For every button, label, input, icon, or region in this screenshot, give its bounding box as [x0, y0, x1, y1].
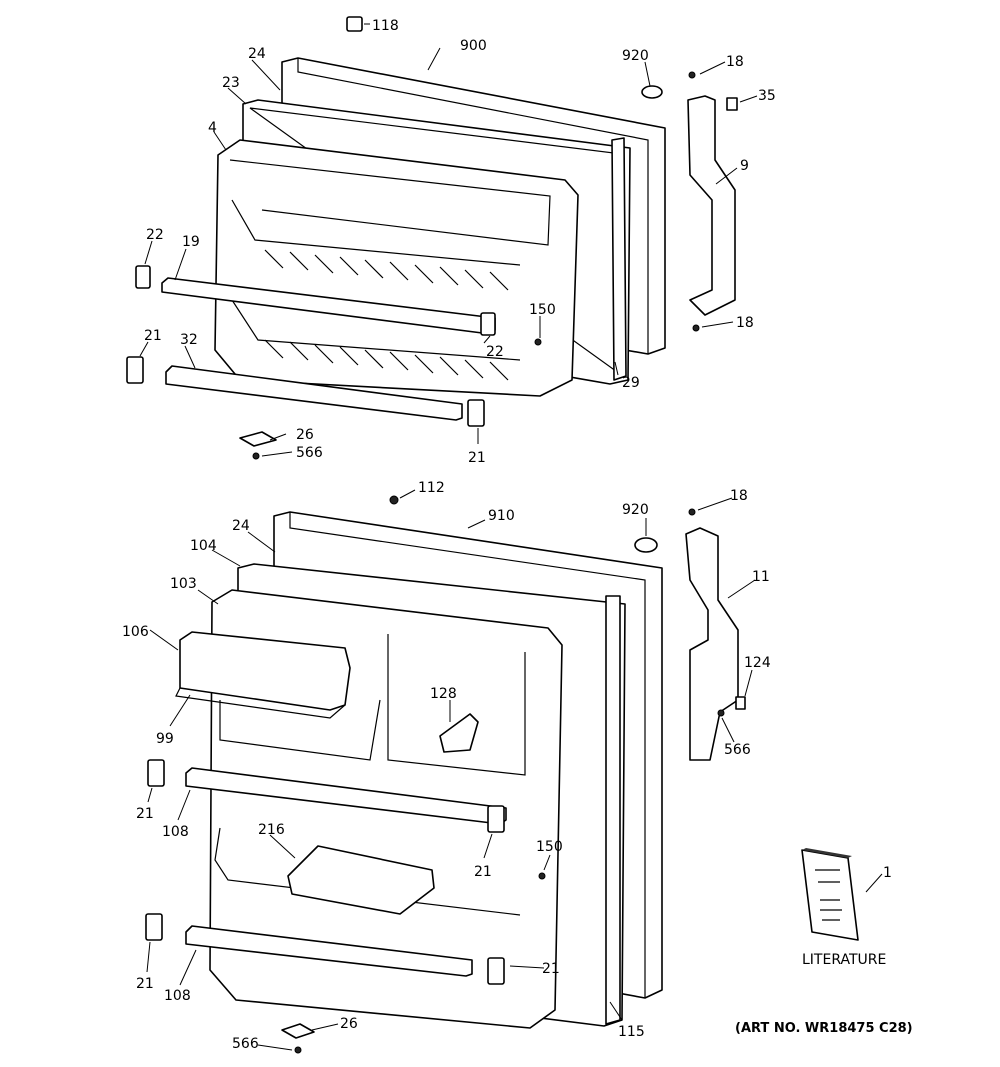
callout-1: 1: [883, 865, 892, 881]
screw-112: [389, 495, 399, 505]
plug-920-top: [641, 85, 663, 99]
callout-24: 24: [232, 518, 250, 534]
screw-566-handle: [717, 709, 725, 717]
callout-32: 32: [180, 332, 198, 348]
clip-22-left: [135, 265, 151, 289]
callout-112: 112: [418, 480, 445, 496]
bin-216: [287, 845, 435, 915]
screw-18-lower: [692, 324, 700, 332]
callout-216: 216: [258, 822, 285, 838]
callout-18: 18: [736, 315, 754, 331]
screw-566-bottom: [294, 1046, 302, 1054]
handle-11: [685, 527, 739, 761]
part-118: [346, 16, 363, 32]
callout-18: 18: [726, 54, 744, 70]
clip-22-right: [480, 312, 496, 336]
screw-18-top: [688, 71, 696, 79]
shelf-ribs: [264, 249, 509, 381]
callout-21: 21: [144, 328, 162, 344]
callout-26: 26: [340, 1016, 358, 1032]
screw-18-bottom: [688, 508, 696, 516]
art-number: (ART NO. WR18475 C28): [735, 1021, 913, 1036]
callout-124: 124: [744, 655, 771, 671]
clip-21-c: [145, 913, 163, 941]
plate-26-bottom: [281, 1023, 315, 1039]
clip-21-left: [126, 356, 144, 384]
part-124: [735, 696, 746, 710]
plug-920-bottom: [634, 537, 658, 553]
callout-21: 21: [468, 450, 486, 466]
callout-21: 21: [474, 864, 492, 880]
callout-150: 150: [536, 839, 563, 855]
callout-566: 566: [724, 742, 751, 758]
callout-21: 21: [136, 806, 154, 822]
callout-108: 108: [162, 824, 189, 840]
callout-4: 4: [208, 120, 217, 136]
callout-118: 118: [372, 18, 399, 34]
callout-99: 99: [156, 731, 174, 747]
callout-566: 566: [296, 445, 323, 461]
fresh-food-door-assembly: [145, 495, 746, 1054]
callout-106: 106: [122, 624, 149, 640]
callout-29: 29: [622, 375, 640, 391]
callout-22: 22: [486, 344, 504, 360]
callout-19: 19: [182, 234, 200, 250]
callout-35: 35: [758, 88, 776, 104]
callout-23: 23: [222, 75, 240, 91]
callout-566: 566: [232, 1036, 259, 1052]
screw-150-top: [534, 338, 542, 346]
literature-booklet: [801, 848, 859, 941]
callout-920: 920: [622, 48, 649, 64]
shield-128: [439, 713, 479, 753]
leader-lines: [139, 23, 883, 1051]
freezer-callouts: 118 900 920 18 35 24 23 4 9 22 19 150 18…: [144, 18, 776, 466]
callout-22: 22: [146, 227, 164, 243]
callout-26: 26: [296, 427, 314, 443]
butter-bin-106: [179, 631, 351, 711]
callout-11: 11: [752, 569, 770, 585]
plate-26-top: [239, 431, 277, 447]
clip-21-a: [147, 759, 165, 787]
callout-128: 128: [430, 686, 457, 702]
callout-150: 150: [529, 302, 556, 318]
literature-label: LITERATURE: [802, 952, 886, 968]
fresh-food-callouts: 112 920 18 910 24 104 11 103 106 124 128…: [122, 480, 892, 1052]
gasket-29: [611, 137, 627, 381]
clip-21-right: [467, 399, 485, 427]
callout-9: 9: [740, 158, 749, 174]
screw-150-bottom: [538, 872, 546, 880]
shelf-bar-32: [165, 365, 463, 421]
callout-21: 21: [542, 961, 560, 977]
handle-9: [687, 95, 736, 316]
callout-21: 21: [136, 976, 154, 992]
callout-910: 910: [488, 508, 515, 524]
part-35: [726, 97, 738, 111]
callout-18: 18: [730, 488, 748, 504]
callout-920: 920: [622, 502, 649, 518]
callout-24: 24: [248, 46, 266, 62]
callout-108: 108: [164, 988, 191, 1004]
clip-21-d: [487, 957, 505, 985]
callout-900: 900: [460, 38, 487, 54]
callout-104: 104: [190, 538, 217, 554]
callout-103: 103: [170, 576, 197, 592]
screw-566-top: [252, 452, 260, 460]
shelf-bar-108-upper: [185, 767, 507, 825]
callout-115: 115: [618, 1024, 645, 1040]
gasket-115: [605, 595, 621, 1025]
freezer-door-assembly: [126, 16, 738, 460]
shelf-bar-108-lower: [185, 925, 473, 977]
clip-21-b: [487, 805, 505, 833]
